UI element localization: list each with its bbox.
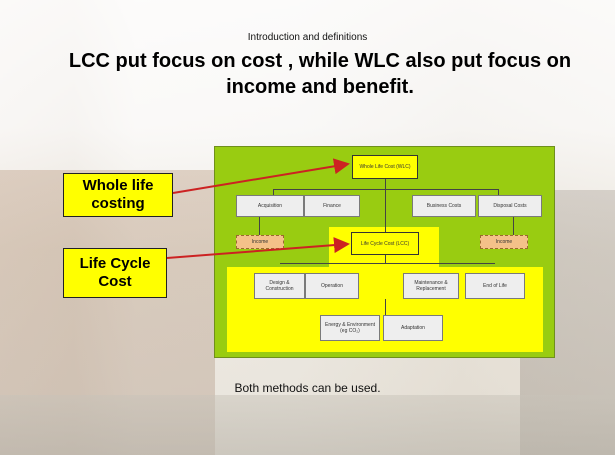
box-end-of-life: End of Life — [465, 273, 525, 299]
arrow-to-lcc — [166, 237, 350, 259]
box-maintenance-replacement: Maintenance & Replacement — [403, 273, 459, 299]
slide-subtitle: Introduction and definitions — [247, 32, 368, 43]
wlc-diagram: Whole Life Cost (WLC) Acquisition Financ… — [214, 146, 555, 358]
box-energy-environment: Energy & Environment (eg CO₂) — [320, 315, 380, 341]
box-whole-life-cost: Whole Life Cost (WLC) — [352, 155, 418, 179]
arrow-to-wlc — [172, 158, 350, 194]
box-life-cycle-cost: Life Cycle Cost (LCC) — [351, 232, 419, 255]
slide-caption: Both methods can be used. — [234, 381, 381, 395]
box-operation: Operation — [305, 273, 359, 299]
connector-costs — [498, 189, 499, 195]
connector-income-right — [513, 217, 514, 235]
box-income-left: Income — [236, 235, 284, 249]
box-income-right: Income — [480, 235, 528, 249]
connector-income-left — [259, 217, 260, 235]
connector-acq — [273, 189, 274, 195]
box-acquisition: Acquisition — [236, 195, 304, 217]
callout-life-cycle-cost: Life Cycle Cost — [63, 248, 167, 298]
box-finance: Finance — [304, 195, 360, 217]
connector-energy — [385, 299, 386, 315]
connector-lcc — [385, 189, 386, 232]
callout-whole-life-costing: Whole life costing — [63, 173, 173, 217]
background-ground — [0, 395, 615, 455]
connector-root — [385, 179, 386, 189]
box-design-construction: Design & Construction — [254, 273, 305, 299]
box-business-costs: Business Costs — [412, 195, 476, 217]
box-adaptation: Adaptation — [383, 315, 443, 341]
connector-lcc-bar — [280, 263, 495, 264]
box-disposal-costs: Disposal Costs — [478, 195, 542, 217]
slide-title: LCC put focus on cost , while WLC also p… — [68, 50, 572, 98]
connector-lcc-down — [385, 255, 386, 263]
